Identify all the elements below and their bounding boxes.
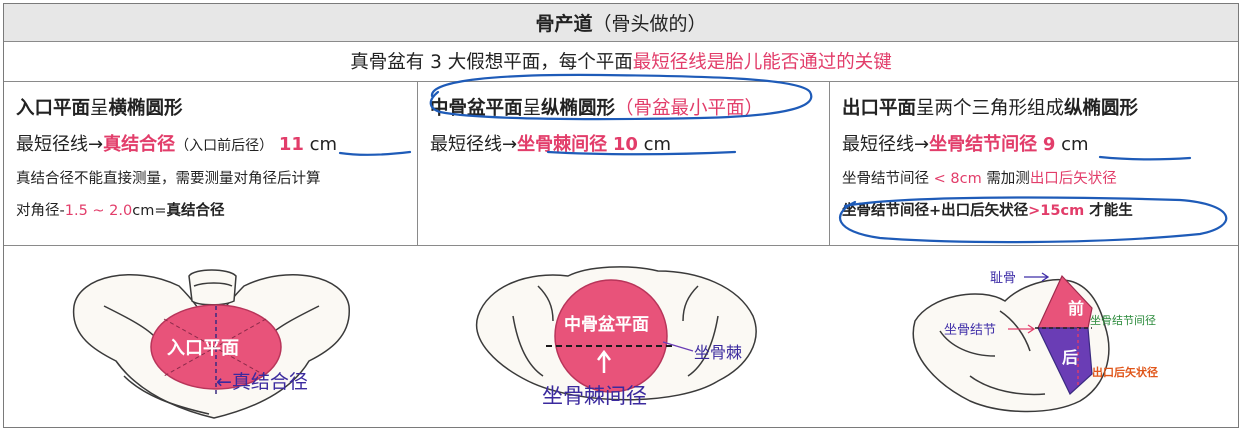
outlet-name: 出口平面 — [842, 98, 917, 119]
outlet-line4-c: 才能生 — [1084, 203, 1133, 219]
outlet-cell: 出口平面呈两个三角形组成纵椭圆形 最短径线→坐骨结节间径 9 cm 坐骨结节间径… — [830, 81, 1237, 245]
table-subtitle: 真骨盆有 3 大假想平面，每个平面最短径线是胎儿能否通过的关键 — [4, 41, 1238, 82]
midpelvis-shortest-label: 最短径线→ — [430, 134, 518, 155]
subtitle-highlight: 最短径线是胎儿能否通过的关键 — [632, 52, 892, 73]
midpelvis-note: （骨盆最小平面） — [615, 98, 764, 119]
outlet-line3-mid: 需加测 — [986, 171, 1030, 187]
outlet-sagittal-label: 出口后矢状径 — [1092, 365, 1158, 379]
inlet-line4-result: 真结合径 — [166, 203, 225, 219]
inlet-value: 11 — [278, 134, 304, 155]
pubis-arrow-icon — [1024, 272, 1050, 282]
inlet-note: （入口前后径） — [175, 138, 274, 154]
outlet-shortest: 最短径线→坐骨结节间径 9 cm — [842, 130, 1225, 158]
tuber-label: 坐骨结节 — [944, 323, 996, 338]
figures-row: 入口平面 ←真结合径 中骨盆平面 坐骨棘 坐骨棘间径 — [4, 245, 1238, 430]
outlet-line4-b: >15cm — [1028, 203, 1085, 219]
subtitle-prefix: 真骨盆有 3 大假想平面，每个平面 — [350, 52, 633, 73]
inlet-shortest-name: 真结合径 — [103, 134, 176, 155]
midpelvis-plane-shape — [554, 279, 668, 393]
up-arrow-icon — [597, 349, 611, 373]
table-title: 骨产道 （骨头做的） — [4, 4, 1238, 42]
inlet-line4-prefix: 对角径- — [16, 203, 65, 219]
midpelvis-unit: cm — [643, 134, 672, 155]
inlet-line4-suffix: cm= — [132, 203, 167, 219]
inlet-figure-label: 入口平面 — [167, 338, 239, 359]
inlet-line3: 真结合径不能直接测量，需要测量对角径后计算 — [16, 171, 321, 187]
outlet-diameter-label: 坐骨结节间径 — [1090, 314, 1156, 327]
outlet-shortest-label: 最短径线→ — [842, 134, 930, 155]
outlet-connector: 呈两个三角形组成 — [916, 98, 1065, 119]
inlet-heading: 入口平面呈横椭圆形 — [16, 94, 405, 122]
spine-label: 坐骨棘 — [694, 343, 742, 362]
interspinous-label: 坐骨棘间径 — [542, 384, 647, 408]
inlet-shortest-label: 最短径线→ — [16, 134, 104, 155]
inlet-shortest: 最短径线→真结合径（入口前后径） 11 cm — [16, 130, 405, 158]
midpelvis-value: 10 — [612, 134, 638, 155]
outlet-front-label: 前 — [1068, 299, 1084, 318]
outlet-shortest-name: 坐骨结节间径 — [929, 134, 1038, 155]
spine-pointer-line — [662, 341, 694, 352]
outlet-line3: 坐骨结节间径 < 8cm 需加测出口后矢状径 — [842, 167, 1225, 189]
midpelvis-shortest: 最短径线→坐骨棘间径 10 cm — [430, 130, 817, 158]
pubis-label: 耻骨 — [990, 271, 1016, 286]
outlet-shape: 纵椭圆形 — [1064, 98, 1139, 119]
tuber-arrow-icon — [1008, 324, 1036, 334]
pelvis-table: 骨产道 （骨头做的） 真骨盆有 3 大假想平面，每个平面最短径线是胎儿能否通过的… — [3, 3, 1239, 428]
inlet-figure: 入口平面 ←真结合径 — [72, 269, 350, 419]
title-main: 骨产道 — [535, 13, 593, 35]
midpelvis-heading: 中骨盆平面呈纵椭圆形（骨盆最小平面） — [430, 94, 817, 122]
outlet-heading: 出口平面呈两个三角形组成纵椭圆形 — [842, 94, 1225, 122]
midpelvis-name: 中骨盆平面 — [430, 98, 523, 119]
midpelvis-connector: 呈 — [522, 98, 542, 119]
inlet-shape: 横椭圆形 — [108, 98, 183, 119]
inlet-cell: 入口平面呈横椭圆形 最短径线→真结合径（入口前后径） 11 cm 真结合径不能直… — [4, 81, 418, 245]
inlet-pointer-label: ←真结合径 — [216, 371, 308, 393]
midpelvis-figure: 中骨盆平面 坐骨棘 坐骨棘间径 — [475, 266, 757, 408]
inlet-line4: 对角径-1.5 ~ 2.0cm=真结合径 — [16, 199, 405, 221]
outlet-line3-highlight: 出口后矢状径 — [1029, 171, 1117, 187]
inlet-diag-2 — [163, 318, 267, 377]
inlet-name: 入口平面 — [16, 98, 91, 119]
outlet-unit: cm — [1061, 134, 1089, 155]
midpelvis-figure-label: 中骨盆平面 — [564, 314, 649, 335]
outlet-line4: 坐骨结节间径+出口后矢状径>15cm 才能生 — [842, 199, 1225, 221]
inlet-line4-range: 1.5 ~ 2.0 — [64, 203, 133, 219]
outlet-line3-cond: < 8cm — [929, 171, 987, 187]
outlet-line4-a: 坐骨结节间径+出口后矢状径 — [842, 203, 1029, 219]
midpelvis-cell: 中骨盆平面呈纵椭圆形（骨盆最小平面） 最短径线→坐骨棘间径 10 cm — [418, 81, 830, 245]
inlet-connector: 呈 — [90, 98, 109, 119]
midpelvis-shortest-name: 坐骨棘间径 — [517, 134, 608, 155]
outlet-value: 9 — [1042, 134, 1056, 155]
inlet-unit: cm — [309, 134, 338, 155]
outlet-line3-prefix: 坐骨结节间径 — [842, 171, 929, 187]
outlet-figure: 耻骨 坐骨结节 前 后 坐骨结节间径 出口后矢状径 — [912, 271, 1158, 413]
title-paren: （骨头做的） — [592, 13, 707, 35]
midpelvis-shape: 纵椭圆形 — [541, 98, 616, 119]
outlet-back-label: 后 — [1062, 348, 1078, 367]
